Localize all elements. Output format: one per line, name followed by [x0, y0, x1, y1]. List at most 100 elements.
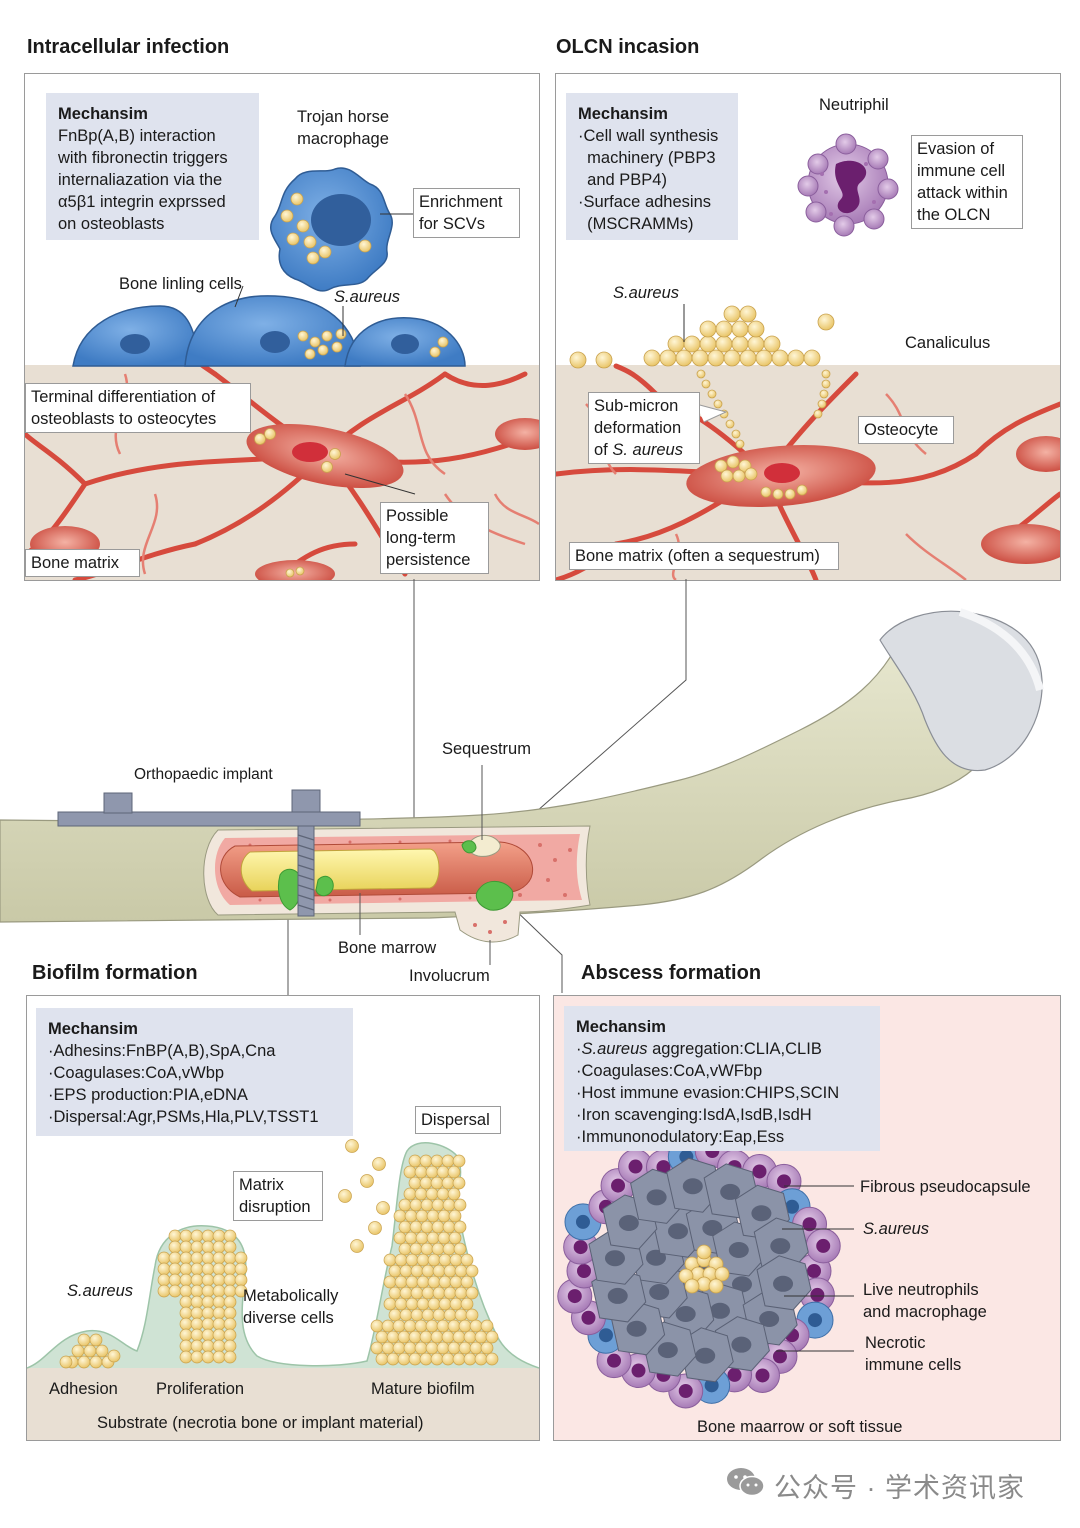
mechanism-heading: Mechansim: [58, 105, 148, 123]
bacterium: [376, 1201, 390, 1215]
bacterium: [421, 1308, 435, 1322]
bacterium: [441, 1330, 455, 1344]
abscess-mechanism-box: Mechansim ·S.aureus aggregation:CLIA,CLI…: [564, 1006, 880, 1151]
submicron-of: of: [594, 441, 613, 459]
biofilm-art: [27, 1139, 539, 1369]
bacterium: [409, 1198, 423, 1212]
persistence-line: long-term: [386, 529, 456, 547]
bacterium: [431, 1198, 445, 1212]
bacterium: [394, 1297, 408, 1311]
bacterium: [437, 1209, 451, 1223]
cell-nucleus: [581, 1310, 596, 1325]
bacterium: [399, 1286, 413, 1300]
bacterium: [223, 1339, 237, 1353]
bacterium: [447, 1187, 461, 1201]
bacterium: [398, 1198, 412, 1212]
bacterium: [190, 1251, 204, 1265]
dispersal-box: Dispersal: [415, 1106, 501, 1134]
cell-nucleus: [709, 1302, 730, 1319]
adhesion-label: Adhesion: [49, 1380, 118, 1398]
bacterium: [410, 1286, 424, 1300]
intracellular-mechanism-box: Mechansim FnBp(A,B) interaction with fib…: [46, 93, 259, 240]
bacterium: [432, 1286, 446, 1300]
cell-nucleus: [810, 1287, 825, 1302]
bacterium: [454, 1264, 468, 1278]
bacterium: [458, 1341, 472, 1355]
bacterium: [201, 1306, 215, 1320]
bacterium: [223, 1350, 237, 1364]
bacterium: [405, 1297, 419, 1311]
bacterium: [421, 1286, 435, 1300]
bacterium: [485, 1330, 499, 1344]
bacterium: [388, 1308, 402, 1322]
bacterium: [416, 1275, 430, 1289]
persistence-line: persistence: [386, 551, 471, 569]
evasion-line: Evasion of: [917, 140, 995, 158]
bacterium: [425, 1319, 439, 1333]
bacterium: [442, 1198, 456, 1212]
bacterium: [157, 1273, 171, 1287]
bacterium: [190, 1262, 204, 1276]
mechanism-line: ·Immunonodulatory:Eap,Ess: [576, 1128, 785, 1146]
bacterium: [392, 1341, 406, 1355]
bacterium: [201, 1229, 215, 1243]
bacterium: [223, 1295, 237, 1309]
bacterium: [157, 1262, 171, 1276]
bullet: ·: [576, 1040, 582, 1058]
bacterium: [223, 1262, 237, 1276]
metabolic-label: Metabolically diverse cells: [243, 1285, 338, 1329]
bacterium: [168, 1262, 182, 1276]
bacterium: [463, 1330, 477, 1344]
bacterium: [421, 1264, 435, 1278]
cell-nucleus: [731, 1276, 752, 1293]
bacterium: [157, 1251, 171, 1265]
live-line: and macrophage: [863, 1303, 987, 1321]
trojan-line: macrophage: [297, 130, 389, 148]
bacterium: [370, 1341, 384, 1355]
cell-nucleus: [695, 1347, 716, 1364]
bacterium: [465, 1264, 479, 1278]
bacterium: [190, 1339, 204, 1353]
cell-nucleus: [631, 1363, 646, 1378]
bacterium: [201, 1339, 215, 1353]
bacterium: [83, 1344, 97, 1358]
bacterium: [157, 1284, 171, 1298]
evasion-line: the OLCN: [917, 206, 991, 224]
cell-nucleus: [728, 1242, 749, 1259]
intracellular-art: [25, 167, 539, 580]
bacterium: [404, 1209, 418, 1223]
mechanism-line: ·S.aureus aggregation:CLIA,CLIB: [576, 1038, 868, 1060]
bacterium: [77, 1333, 91, 1347]
matrix-disruption-line: disruption: [239, 1198, 311, 1216]
fibrous-pseudocapsule-label: Fibrous pseudocapsule: [860, 1178, 1031, 1196]
bacterium: [397, 1352, 411, 1366]
watermark: 公众号 · 学术资讯家: [774, 1473, 1025, 1503]
bacterium: [452, 1330, 466, 1344]
submicron-box: Sub-micron deformation of S. aureus: [588, 392, 700, 464]
bacterium: [190, 1284, 204, 1298]
abscess-art: [557, 1133, 854, 1409]
submicron-line: deformation: [594, 419, 682, 437]
osteocyte-box: Osteocyte: [858, 416, 954, 444]
bacterium: [485, 1352, 499, 1366]
bacterium: [427, 1297, 441, 1311]
wechat-icon: [726, 1464, 766, 1500]
bacterium: [212, 1306, 226, 1320]
bacterium: [419, 1176, 433, 1190]
submicron-line: of S. aureus: [594, 439, 694, 461]
bacterium: [438, 1253, 452, 1267]
cell-nucleus: [626, 1320, 647, 1337]
cell-nucleus: [816, 1238, 831, 1253]
bone-matrix-box: Bone matrix: [25, 549, 140, 577]
bacterium: [436, 1341, 450, 1355]
bacterium: [403, 1319, 417, 1333]
cell-nucleus: [657, 1342, 678, 1359]
cell-nucleus: [772, 1349, 787, 1364]
mechanism-line: ·Adhesins:FnBP(A,B),SpA,Cna: [48, 1042, 276, 1060]
bone-lining-cells-label: Bone linling cells: [119, 275, 242, 293]
bacterium: [443, 1308, 457, 1322]
bacterium: [480, 1319, 494, 1333]
bacterium: [394, 1253, 408, 1267]
bacterium: [77, 1355, 91, 1369]
neutrophil-label: Neutriphil: [819, 96, 889, 114]
